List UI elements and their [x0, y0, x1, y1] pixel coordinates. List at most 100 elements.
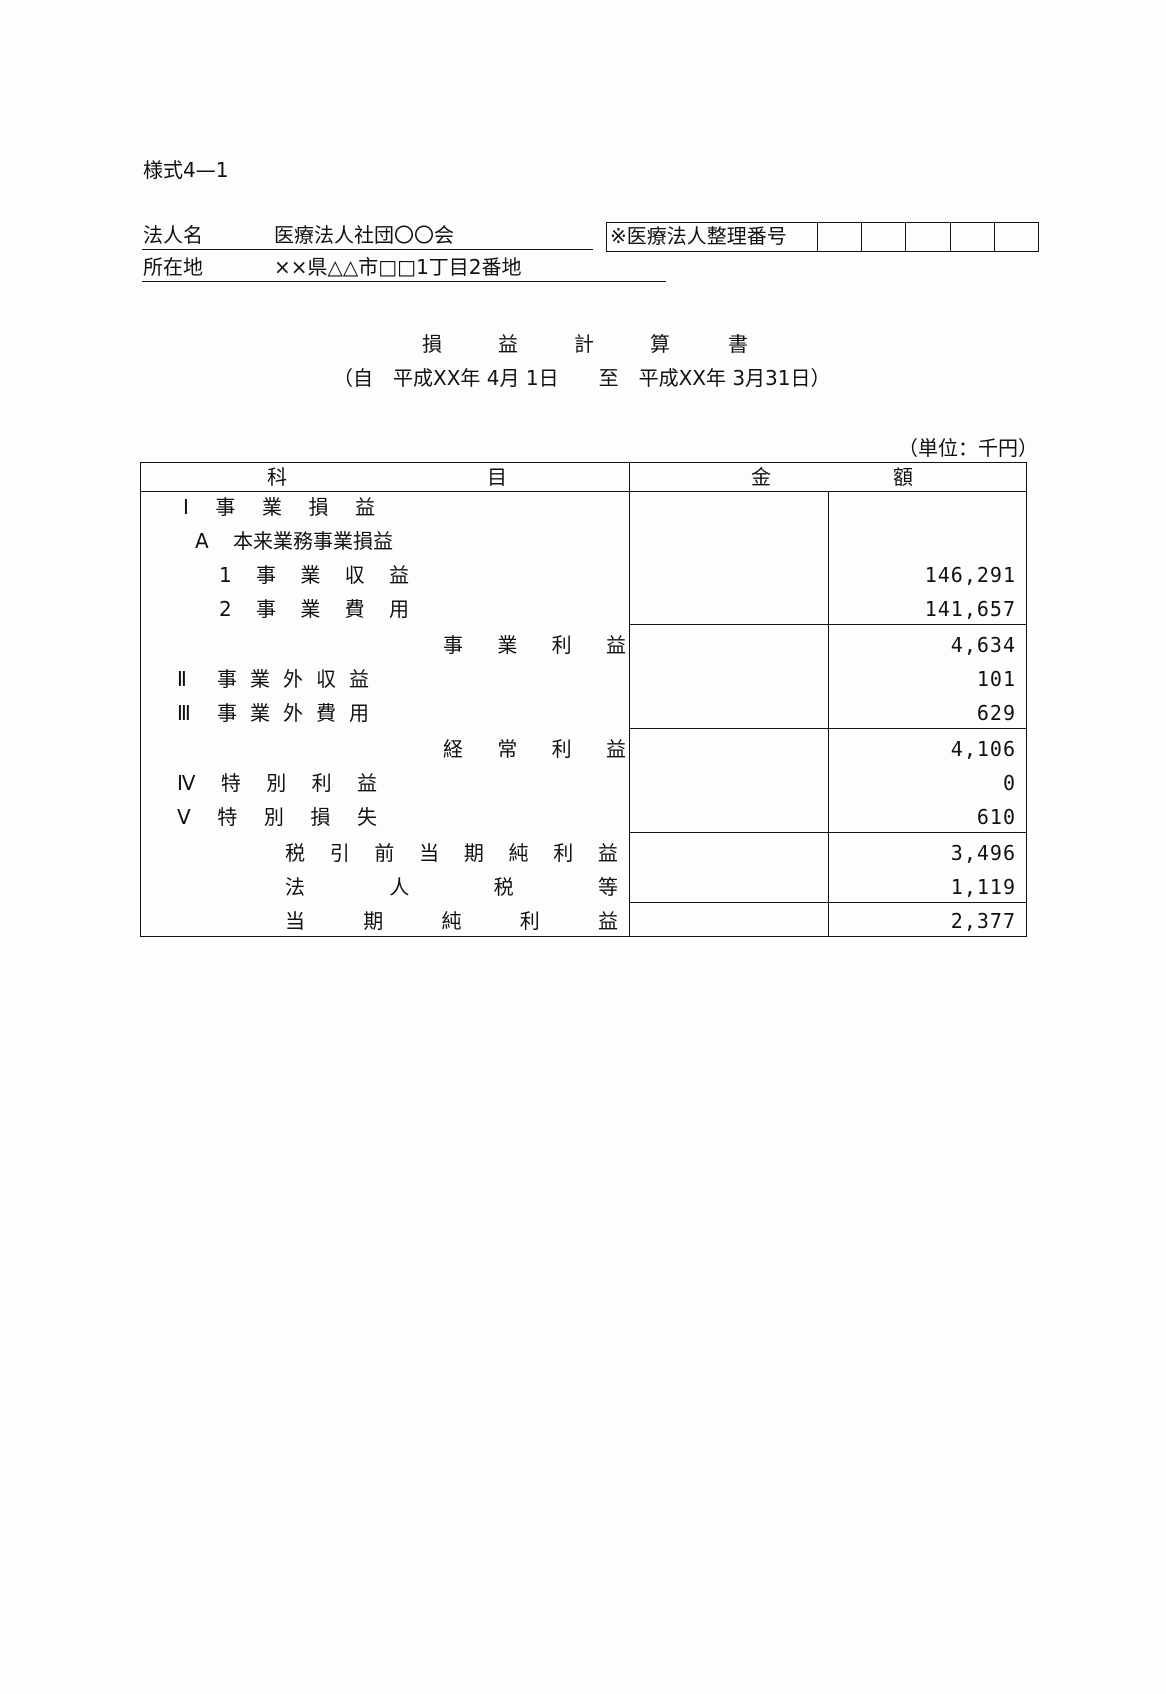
label-char: 益: [597, 841, 618, 865]
label-char: 純: [441, 909, 462, 933]
table-row-label: 税 引 前 当 期 純 利 益: [285, 841, 618, 865]
table-row-label: Ⅱ 事 業 外 収 益: [177, 667, 377, 691]
label-char: Ⅲ: [177, 701, 191, 725]
column-divider: [828, 492, 829, 936]
label-char: 事: [256, 597, 277, 621]
label-char: 法: [285, 875, 305, 899]
registration-number-box: ※医療法人整理番号: [606, 222, 1039, 252]
label-char: 外: [283, 667, 303, 691]
label-char: 業: [250, 701, 270, 725]
label-char: 税: [493, 875, 514, 899]
title-char: 書: [728, 332, 748, 356]
registration-digit-cell[interactable]: [951, 223, 995, 251]
label-char: 事: [256, 563, 277, 587]
label-char: 利: [311, 771, 332, 795]
label-char: 損: [308, 495, 329, 519]
amount-value: 2,377: [950, 909, 1016, 933]
column-divider: [629, 463, 630, 936]
label-char: 前: [374, 841, 395, 865]
amount-value: 4,634: [950, 633, 1016, 657]
label-char: 益: [349, 667, 369, 691]
label-char: 損: [310, 805, 331, 829]
header-amount-right: 額: [893, 465, 913, 489]
corporation-name-label: 法人名: [143, 223, 203, 247]
amount-value: 101: [976, 667, 1016, 691]
label-char: 益: [598, 909, 618, 933]
amount-value: 141,657: [924, 597, 1016, 621]
row-divider: [629, 624, 1026, 625]
registration-digit-cell[interactable]: [906, 223, 951, 251]
label-char: 特: [220, 771, 241, 795]
title-char: 損: [422, 332, 442, 356]
address-value: ××県△△市□□1丁目2番地: [274, 255, 522, 279]
table-row-label: 当 期 純 利 益: [285, 909, 618, 933]
label-char: 業: [261, 495, 282, 519]
header-item-right: 目: [487, 465, 507, 489]
header-divider: [141, 491, 1026, 492]
table-row-label: Ⅳ 特 別 利 益: [177, 771, 377, 795]
label-char: 利: [551, 737, 572, 761]
table-row-label: 経 常 利 益: [443, 737, 626, 761]
table-row-label: Ⅴ 特 別 損 失: [177, 805, 377, 829]
label-char: 当: [285, 909, 305, 933]
label-char: 事: [217, 667, 237, 691]
table-row-label: Ⅰ 事 業 損 益: [183, 495, 375, 519]
label-char: 1: [219, 563, 232, 587]
label-char: 収: [316, 667, 336, 691]
address-line: 所在地 ××県△△市□□1丁目2番地: [142, 253, 666, 282]
label-char: 当: [419, 841, 440, 865]
label-char: 常: [497, 737, 518, 761]
registration-digit-cell[interactable]: [995, 223, 1038, 251]
address-label: 所在地: [143, 255, 203, 279]
income-statement-table: 科 目 金 額 Ⅰ 事 業 損 益 A 本来業務事業損益 1 事 業 収 益 1…: [140, 462, 1027, 937]
label-char: Ⅴ: [177, 805, 191, 829]
label-char: 用: [349, 701, 369, 725]
row-divider: [629, 902, 1026, 903]
amount-value: 3,496: [950, 841, 1016, 865]
registration-digit-cell[interactable]: [818, 223, 863, 251]
table-row-label: 事 業 利 益: [443, 633, 626, 657]
corporation-name-line: 法人名 医療法人社団〇〇会: [142, 221, 593, 250]
registration-number-label: ※医療法人整理番号: [607, 223, 818, 251]
label-char: 人: [389, 875, 410, 899]
label-char: 利: [553, 841, 574, 865]
amount-value: 1,119: [950, 875, 1016, 899]
label-char: 費: [316, 701, 336, 725]
corporation-name-value: 医療法人社団〇〇会: [274, 223, 454, 247]
table-row-label: Ⅲ 事 業 外 費 用: [177, 701, 377, 725]
label-char: 益: [388, 563, 409, 587]
label-char: 事: [443, 633, 463, 657]
label-char: 特: [217, 805, 238, 829]
row-divider: [629, 832, 1026, 833]
label-char: 純: [508, 841, 529, 865]
row-divider: [629, 728, 1026, 729]
table-row-label: 1 事 業 収 益: [219, 563, 409, 587]
label-char: 事: [217, 701, 237, 725]
label-char: A: [195, 529, 209, 553]
label-char: 期: [463, 841, 484, 865]
label-char: 益: [356, 771, 377, 795]
amount-value: 629: [976, 701, 1016, 725]
label-char: 益: [605, 737, 626, 761]
document-title: 損 益 計 算 書: [0, 328, 1166, 356]
label-char: 別: [266, 771, 287, 795]
amount-value: 610: [976, 805, 1016, 829]
header-amount-left: 金: [751, 465, 771, 489]
fiscal-period: （自 平成XX年 4月 1日 至 平成XX年 3月31日）: [333, 366, 831, 390]
label-char: 業: [497, 633, 518, 657]
registration-digit-cell[interactable]: [862, 223, 907, 251]
title-char: 算: [650, 332, 670, 356]
table-row-label: 法 人 税 等: [285, 875, 618, 899]
form-number: 様式4—1: [143, 158, 229, 182]
label-char: 収: [344, 563, 365, 587]
label-char: 引: [329, 841, 350, 865]
unit-label: （単位：千円）: [898, 436, 1038, 460]
label-char: 益: [605, 633, 626, 657]
label-char: 等: [597, 875, 618, 899]
label-char: 事: [215, 495, 236, 519]
table-row-label: 2 事 業 費 用: [219, 597, 409, 621]
label-char: 別: [263, 805, 284, 829]
label-char: Ⅱ: [177, 667, 187, 691]
amount-value: 0: [1002, 771, 1016, 795]
label-char: 期: [363, 909, 384, 933]
